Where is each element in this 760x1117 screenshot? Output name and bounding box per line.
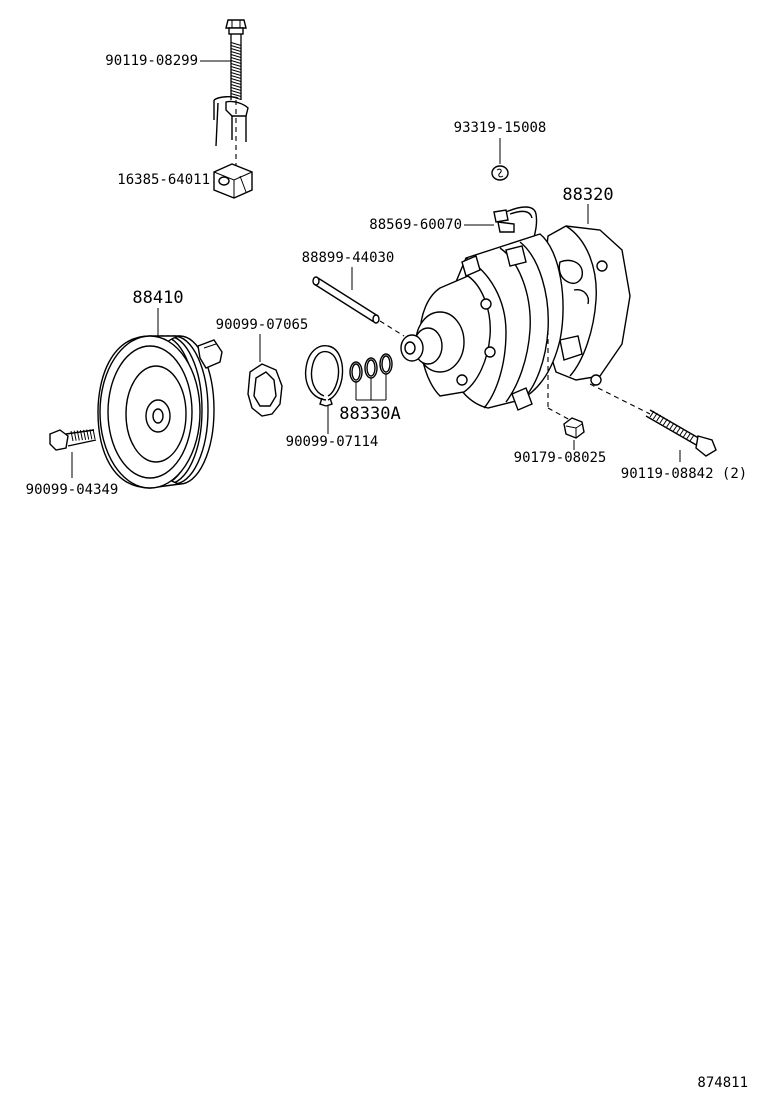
- thread-line: [230, 93, 242, 97]
- clamp-drawing: [213, 163, 253, 199]
- thread-line: [649, 410, 655, 418]
- thread-line: [230, 72, 242, 76]
- shims-drawing: [349, 353, 393, 401]
- thread-line: [73, 430, 77, 441]
- label-gasket-plate: 90099-07065: [216, 317, 309, 333]
- thread-line: [652, 412, 658, 420]
- thread-line: [230, 63, 242, 67]
- thread-line: [230, 48, 242, 52]
- thread-line: [86, 429, 90, 440]
- thread-line: [672, 424, 678, 432]
- label-nut: 90179-08025: [514, 450, 607, 466]
- bolt-pulley-drawing: [49, 428, 97, 451]
- thread-line: [230, 87, 242, 91]
- thread-line: [92, 428, 96, 440]
- thread-line: [230, 57, 242, 61]
- stud-drawing: [312, 276, 405, 337]
- snap-ring-drawing: [304, 345, 344, 407]
- thread-line: [230, 60, 242, 64]
- figure-number: 874811: [697, 1075, 748, 1091]
- pulley-drawing: [97, 335, 223, 489]
- nut-drawing: [563, 417, 585, 439]
- thread-line: [230, 66, 242, 70]
- label-compressor: 88320: [562, 185, 613, 205]
- thread-line: [676, 426, 682, 434]
- label-snap-ring: 90099-07114: [286, 434, 379, 450]
- label-wire-harness: 88569-60070: [369, 217, 462, 233]
- thread-line: [230, 78, 242, 82]
- label-clamp: 16385-64011: [117, 172, 210, 188]
- compressor-drawing: [400, 225, 651, 421]
- label-pulley: 88410: [132, 288, 183, 308]
- thread-line: [70, 430, 74, 442]
- label-shims: 88330A: [339, 404, 400, 424]
- label-bolt-pulley: 90099-04349: [26, 482, 119, 498]
- thread-line: [666, 420, 672, 428]
- thread-line: [686, 432, 692, 440]
- bolt-top-drawing: [225, 19, 247, 170]
- thread-line: [230, 42, 242, 46]
- thread-line: [76, 430, 80, 441]
- thread-line: [89, 429, 93, 440]
- wire-bracket-drawing: [213, 95, 249, 147]
- thread-line: [230, 75, 242, 79]
- label-stud: 88899-44030: [302, 250, 395, 266]
- label-bolt-top: 90119-08299: [105, 53, 198, 69]
- thread-line: [662, 418, 668, 426]
- thread-line: [659, 416, 665, 424]
- thread-line: [79, 430, 83, 441]
- thread-line: [656, 414, 662, 422]
- thread-line: [230, 84, 242, 88]
- thread-line: [230, 54, 242, 58]
- thread-line: [669, 422, 675, 430]
- label-bolt-long: 90119-08842 (2): [621, 466, 747, 482]
- thread-line: [679, 428, 685, 436]
- wire-harness-drawing: [493, 206, 538, 247]
- thread-line: [689, 434, 695, 442]
- thread-line: [230, 81, 242, 85]
- label-washer-small: 93319-15008: [454, 120, 547, 136]
- bolt-long-drawing: [645, 409, 717, 457]
- thread-line: [230, 90, 242, 94]
- thread-line: [230, 51, 242, 55]
- thread-line: [230, 69, 242, 73]
- washer-small-drawing: [491, 165, 509, 181]
- thread-line: [682, 430, 688, 438]
- gasket-plate-drawing: [247, 363, 283, 417]
- thread-line: [83, 429, 87, 440]
- thread-line: [230, 45, 242, 49]
